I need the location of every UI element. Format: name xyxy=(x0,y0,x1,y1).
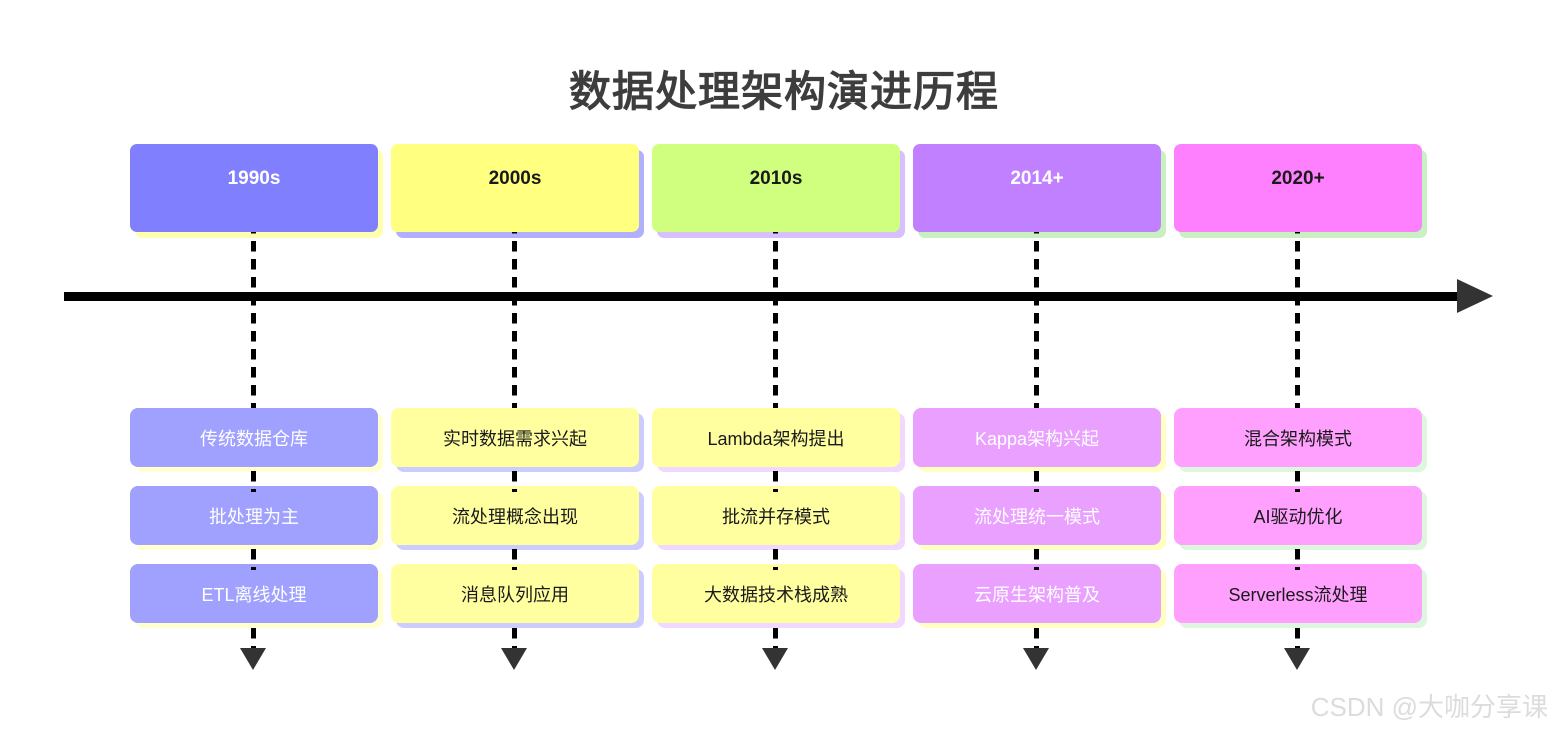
timeline-arrow-icon xyxy=(1457,279,1493,313)
item-card[interactable]: 流处理概念出现 xyxy=(391,486,639,545)
timeline-column-1990s: 1990s 传统数据仓库批处理为主 ETL离线处理 xyxy=(130,0,383,738)
page-title: 数据处理架构演进历程 xyxy=(568,68,999,115)
down-arrow-icon xyxy=(762,648,788,670)
item-card[interactable]: 批处理为主 xyxy=(130,486,378,545)
dashed-connector xyxy=(1295,624,1300,650)
item-card[interactable]: ETL离线处理 xyxy=(130,564,378,623)
dashed-connector xyxy=(773,546,778,570)
era-card[interactable]: 2010s xyxy=(652,144,900,232)
item-card[interactable]: 流处理统一模式 xyxy=(913,486,1161,545)
item-card[interactable]: Lambda架构提出 xyxy=(652,408,900,467)
timeline-column-2014plus: 2014+ Kappa架构兴起流处理统一模式云原生架构普及 xyxy=(913,0,1166,738)
down-arrow-icon xyxy=(1284,648,1310,670)
dashed-connector xyxy=(512,624,517,650)
watermark-label: CSDN @大咖分享课 xyxy=(1310,692,1548,722)
timeline-axis-line xyxy=(64,292,1464,301)
era-card[interactable]: 2000s xyxy=(391,144,639,232)
item-card[interactable]: 传统数据仓库 xyxy=(130,408,378,467)
item-card[interactable]: 大数据技术栈成熟 xyxy=(652,564,900,623)
dashed-connector xyxy=(512,468,517,492)
dashed-connector xyxy=(251,468,256,492)
timeline-column-2000s: 2000s 实时数据需求兴起流处理概念出现消息队列应用 xyxy=(391,0,644,738)
dashed-connector xyxy=(773,232,778,412)
dashed-connector xyxy=(512,546,517,570)
down-arrow-icon xyxy=(240,648,266,670)
timeline-column-2020plus: 2020+ 混合架构模式 AI驱动优化 Serverless流处理 xyxy=(1174,0,1427,738)
dashed-connector xyxy=(251,546,256,570)
era-card[interactable]: 2020+ xyxy=(1174,144,1422,232)
dashed-connector xyxy=(512,232,517,412)
item-card[interactable]: AI驱动优化 xyxy=(1174,486,1422,545)
item-card[interactable]: 批流并存模式 xyxy=(652,486,900,545)
dashed-connector xyxy=(251,232,256,412)
dashed-connector xyxy=(1295,232,1300,412)
dashed-connector xyxy=(1034,468,1039,492)
item-card[interactable]: 消息队列应用 xyxy=(391,564,639,623)
item-card[interactable]: 实时数据需求兴起 xyxy=(391,408,639,467)
dashed-connector xyxy=(773,624,778,650)
down-arrow-icon xyxy=(1023,648,1049,670)
dashed-connector xyxy=(1295,546,1300,570)
down-arrow-icon xyxy=(501,648,527,670)
era-card[interactable]: 2014+ xyxy=(913,144,1161,232)
item-card[interactable]: 云原生架构普及 xyxy=(913,564,1161,623)
item-card[interactable]: Serverless流处理 xyxy=(1174,564,1422,623)
dashed-connector xyxy=(251,624,256,650)
item-card[interactable]: Kappa架构兴起 xyxy=(913,408,1161,467)
dashed-connector xyxy=(773,468,778,492)
era-card[interactable]: 1990s xyxy=(130,144,378,232)
dashed-connector xyxy=(1295,468,1300,492)
dashed-connector xyxy=(1034,232,1039,412)
dashed-connector xyxy=(1034,624,1039,650)
dashed-connector xyxy=(1034,546,1039,570)
item-card[interactable]: 混合架构模式 xyxy=(1174,408,1422,467)
